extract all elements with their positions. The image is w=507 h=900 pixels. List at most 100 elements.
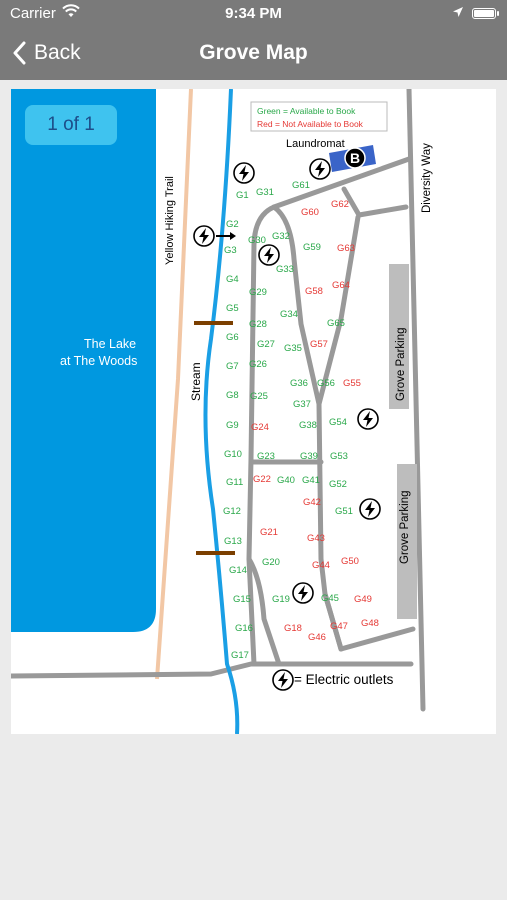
site-g14[interactable]: G14	[229, 565, 247, 576]
site-g48[interactable]: G48	[361, 618, 379, 629]
site-g16[interactable]: G16	[235, 623, 253, 634]
site-g22[interactable]: G22	[253, 474, 271, 485]
site-g64[interactable]: G64	[332, 280, 350, 291]
site-g41[interactable]: G41	[302, 475, 320, 486]
site-g4[interactable]: G4	[226, 274, 239, 285]
map-canvas: The Lake at The Woods Yellow Hiking Trai…	[11, 89, 433, 734]
site-g27[interactable]: G27	[257, 339, 275, 350]
site-g50[interactable]: G50	[341, 556, 359, 567]
lightning-bolt-icon	[193, 225, 215, 247]
site-g1[interactable]: G1	[236, 190, 249, 201]
site-g31[interactable]: G31	[256, 187, 274, 198]
site-g49[interactable]: G49	[354, 594, 372, 605]
status-bar: Carrier 9:34 PM	[0, 0, 507, 28]
navigation-bar: Back Grove Map	[0, 28, 507, 80]
site-g60[interactable]: G60	[301, 207, 319, 218]
clock: 9:34 PM	[225, 5, 282, 22]
site-g30[interactable]: G30	[248, 235, 266, 246]
battery-icon	[472, 8, 499, 19]
site-g20[interactable]: G20	[262, 557, 280, 568]
outlet-pointer-arrow-head	[230, 232, 236, 240]
back-button[interactable]: Back	[12, 38, 81, 68]
site-g52[interactable]: G52	[329, 479, 347, 490]
site-g17[interactable]: G17	[231, 650, 249, 661]
site-g23[interactable]: G23	[257, 451, 275, 462]
campsites: G1G2G3G4G5G6G7G8G9G10G11G12G13G14G15G16G…	[223, 180, 379, 661]
legend-available: Green = Available to Book	[257, 106, 356, 116]
roads	[11, 89, 426, 712]
site-g34[interactable]: G34	[280, 309, 298, 320]
site-g10[interactable]: G10	[224, 449, 242, 460]
chevron-left-icon	[13, 41, 26, 65]
site-g24[interactable]: G24	[251, 422, 269, 433]
site-g59[interactable]: G59	[303, 242, 321, 253]
bridge-south	[196, 551, 235, 555]
site-g11[interactable]: G11	[226, 477, 243, 488]
site-g46[interactable]: G46	[308, 632, 326, 643]
site-g15[interactable]: G15	[233, 594, 251, 605]
location-arrow-icon	[452, 5, 464, 22]
site-g57[interactable]: G57	[310, 339, 328, 350]
lake	[11, 89, 156, 632]
laundromat-label: Laundromat	[286, 138, 345, 150]
site-g38[interactable]: G38	[299, 420, 317, 431]
site-g9[interactable]: G9	[226, 420, 239, 431]
site-g18[interactable]: G18	[284, 623, 302, 634]
lightning-bolt-icon	[233, 162, 255, 184]
page-indicator: 1 of 1	[25, 105, 117, 145]
site-g3[interactable]: G3	[224, 245, 237, 256]
site-g39[interactable]: G39	[300, 451, 318, 462]
site-g28[interactable]: G28	[249, 319, 267, 330]
lightning-bolt-icon	[292, 582, 314, 604]
building-b-label: B	[350, 150, 360, 166]
site-g29[interactable]: G29	[249, 287, 267, 298]
site-g19[interactable]: G19	[272, 594, 290, 605]
site-g47[interactable]: G47	[330, 621, 348, 632]
site-g32[interactable]: G32	[272, 231, 290, 242]
site-g42[interactable]: G42	[303, 497, 321, 508]
site-g37[interactable]: G37	[293, 399, 311, 410]
wifi-icon	[62, 4, 80, 22]
site-g54[interactable]: G54	[329, 417, 347, 428]
site-g7[interactable]: G7	[226, 361, 239, 372]
diversity-way-label: Diversity Way	[421, 143, 433, 213]
grove-parking-lower	[397, 464, 417, 619]
yellow-hiking-trail	[155, 89, 193, 680]
grove-parking-lower-label: Grove Parking	[399, 490, 411, 564]
site-g45[interactable]: G45	[321, 593, 339, 604]
grove-map[interactable]: The Lake at The Woods Yellow Hiking Trai…	[11, 89, 496, 734]
legend-lightning-icon	[272, 669, 294, 691]
legend-unavailable: Red = Not Available to Book	[257, 119, 364, 129]
site-g2[interactable]: G2	[226, 219, 239, 230]
site-g40[interactable]: G40	[277, 475, 295, 486]
site-g43[interactable]: G43	[307, 533, 325, 544]
site-g62[interactable]: G62	[331, 199, 349, 210]
site-g25[interactable]: G25	[250, 391, 268, 402]
site-g58[interactable]: G58	[305, 286, 323, 297]
site-g5[interactable]: G5	[226, 303, 239, 314]
lake-label-line1: The Lake	[84, 337, 136, 351]
site-g36[interactable]: G36	[290, 378, 308, 389]
site-g53[interactable]: G53	[330, 451, 348, 462]
site-g26[interactable]: G26	[249, 359, 267, 370]
yellow-trail-label: Yellow Hiking Trail	[164, 176, 176, 265]
availability-legend	[250, 101, 388, 132]
site-g6[interactable]: G6	[226, 332, 239, 343]
back-label: Back	[34, 41, 81, 64]
site-g12[interactable]: G12	[223, 506, 241, 517]
site-g51[interactable]: G51	[335, 506, 353, 517]
site-g56[interactable]: G56	[317, 378, 335, 389]
site-g33[interactable]: G33	[276, 264, 294, 275]
site-g65[interactable]: G65	[327, 318, 345, 329]
site-g13[interactable]: G13	[224, 536, 242, 547]
site-g21[interactable]: G21	[260, 527, 278, 538]
lightning-bolt-icon	[359, 498, 381, 520]
site-g8[interactable]: G8	[226, 390, 239, 401]
site-g61[interactable]: G61	[292, 180, 310, 191]
building-b-marker	[344, 147, 366, 169]
site-g44[interactable]: G44	[312, 560, 330, 571]
site-g35[interactable]: G35	[284, 343, 302, 354]
site-g63[interactable]: G63	[337, 243, 355, 254]
site-g55[interactable]: G55	[343, 378, 361, 389]
outlet-legend-label: = Electric outlets	[294, 672, 394, 687]
